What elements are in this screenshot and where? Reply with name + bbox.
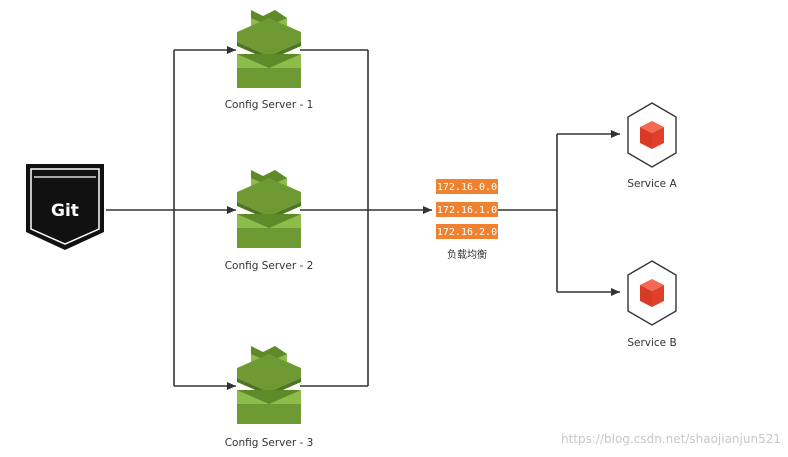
lb-ip-3: 172.16.2.0 — [437, 227, 497, 238]
config-server-1-label: Config Server - 1 — [225, 99, 314, 111]
config-server-2-icon — [237, 170, 301, 248]
config-server-3-icon — [237, 346, 301, 424]
config-server-2-label: Config Server - 2 — [225, 260, 314, 272]
git-icon: Git — [26, 164, 104, 250]
service-a-label: Service A — [627, 178, 677, 190]
config-server-1-icon — [237, 10, 301, 88]
lb-ip-1: 172.16.0.0 — [437, 182, 497, 193]
service-a-icon — [627, 102, 677, 168]
lb-ip-box-2 — [436, 202, 498, 217]
git-label: Git — [51, 201, 79, 221]
lb-ip-box-3 — [436, 224, 498, 239]
connectors — [106, 46, 620, 390]
lb-label: 负载均衡 — [447, 248, 487, 261]
service-b-icon — [627, 260, 677, 326]
lb-ip-2: 172.16.1.0 — [437, 205, 497, 216]
watermark: https://blog.csdn.net/shaojianjun521 — [561, 432, 781, 446]
service-b-label: Service B — [627, 337, 676, 349]
load-balancer: 172.16.0.0 172.16.1.0 172.16.2.0 负载均衡 — [436, 179, 498, 261]
lb-ip-box-1 — [436, 179, 498, 194]
config-server-3-label: Config Server - 3 — [225, 437, 314, 449]
